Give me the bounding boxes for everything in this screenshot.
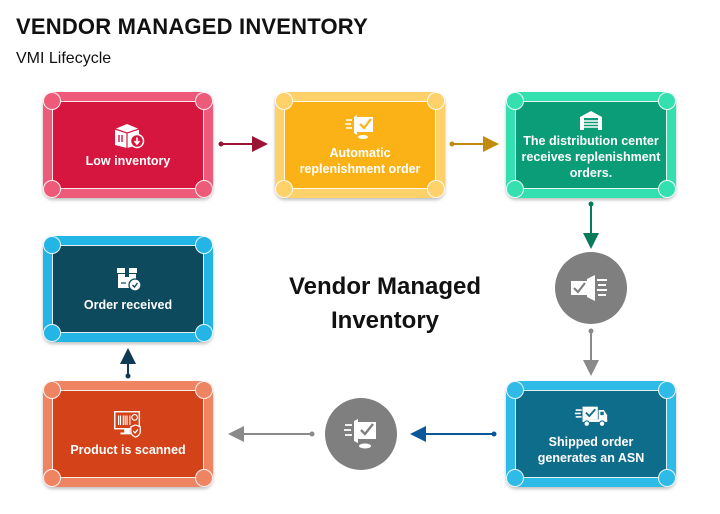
monitor-checkmark-icon	[571, 275, 607, 301]
monitor-checkmark-icon	[343, 113, 377, 141]
page-subtitle: VMI Lifecycle	[16, 50, 112, 67]
connector-circle-to-shipped	[583, 328, 599, 376]
step-card-low-inventory: Low inventory	[43, 92, 213, 198]
center-title-line2: Inventory	[330, 307, 440, 334]
center-title: Vendor Managed Inventory	[270, 270, 500, 338]
step-label: Shipped order generates an ASN	[537, 435, 645, 465]
warehouse-icon	[574, 109, 608, 131]
step-label: Automatic replenishment order	[299, 146, 421, 176]
connector-low-to-auto	[218, 136, 268, 152]
monitor-checkmark-icon	[344, 419, 376, 449]
center-title-line1: Vendor Managed	[288, 273, 482, 300]
box-down-arrow-icon	[111, 121, 145, 149]
step-card-order-received: Order received	[43, 236, 213, 342]
connector-scanned-to-received	[120, 348, 136, 379]
process-circle-1	[555, 252, 627, 324]
step-card-distribution-center: The distribution center receives repleni…	[506, 92, 676, 198]
connector-dc-to-circle	[583, 201, 599, 249]
step-label: The distribution center receives repleni…	[521, 134, 661, 180]
connector-circle-to-scanned	[228, 426, 315, 442]
delivery-truck-icon	[574, 402, 608, 430]
step-label: Product is scanned	[70, 443, 186, 457]
connector-auto-to-dc	[449, 136, 499, 152]
step-label: Order received	[83, 298, 173, 312]
barcode-scanner-icon	[111, 410, 145, 438]
package-check-icon	[111, 265, 145, 293]
page-title: VENDOR MANAGED INVENTORY	[16, 14, 368, 39]
process-circle-2	[325, 398, 397, 470]
step-card-shipped-order-asn: Shipped order generates an ASN	[506, 381, 676, 487]
step-card-automatic-replenishment-order: Automatic replenishment order	[275, 92, 445, 198]
step-card-product-scanned: Product is scanned	[43, 381, 213, 487]
connector-shipped-to-circle	[410, 426, 497, 442]
step-label: Low inventory	[85, 154, 171, 168]
